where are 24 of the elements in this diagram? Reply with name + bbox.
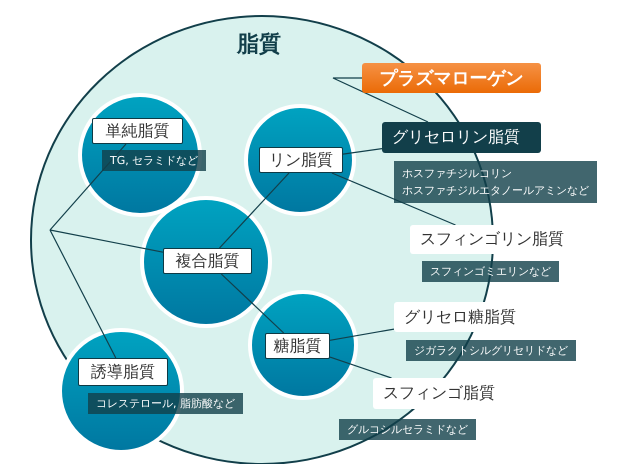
- highlight-label: プラズマローゲン: [362, 63, 541, 93]
- ellipse-label: 脂質: [237, 31, 281, 59]
- connector-line: [342, 148, 382, 155]
- connector-line: [332, 77, 428, 123]
- example-label: スフィンゴミエリンなど: [422, 261, 559, 282]
- connector-line: [332, 172, 456, 226]
- example-label: コレステロール, 脂肪酸など: [88, 393, 243, 414]
- subcategory-box: グリセロリン脂質: [382, 122, 541, 153]
- connector-line: [49, 230, 116, 358]
- connector-line: [220, 274, 284, 334]
- example-label: ホスファチジルコリンホスファチジルエタノールアミンなど: [394, 161, 597, 203]
- name-label: 複合脂質: [163, 248, 252, 274]
- name-label: リン脂質: [259, 147, 343, 173]
- connector-line: [50, 229, 164, 253]
- example-label: TG, セラミドなど: [102, 150, 206, 171]
- connector-line: [330, 328, 394, 341]
- example-label: グルコシルセラミドなど: [339, 419, 476, 440]
- name-label: 単純脂質: [92, 118, 183, 144]
- name-label: 誘導脂質: [78, 358, 168, 386]
- example-label: ジガラクトシルグリセリドなど: [406, 340, 576, 361]
- connector-line: [219, 172, 290, 248]
- name-label: 糖脂質: [265, 333, 330, 359]
- connector-line: [330, 356, 392, 379]
- connector-line: [50, 144, 126, 230]
